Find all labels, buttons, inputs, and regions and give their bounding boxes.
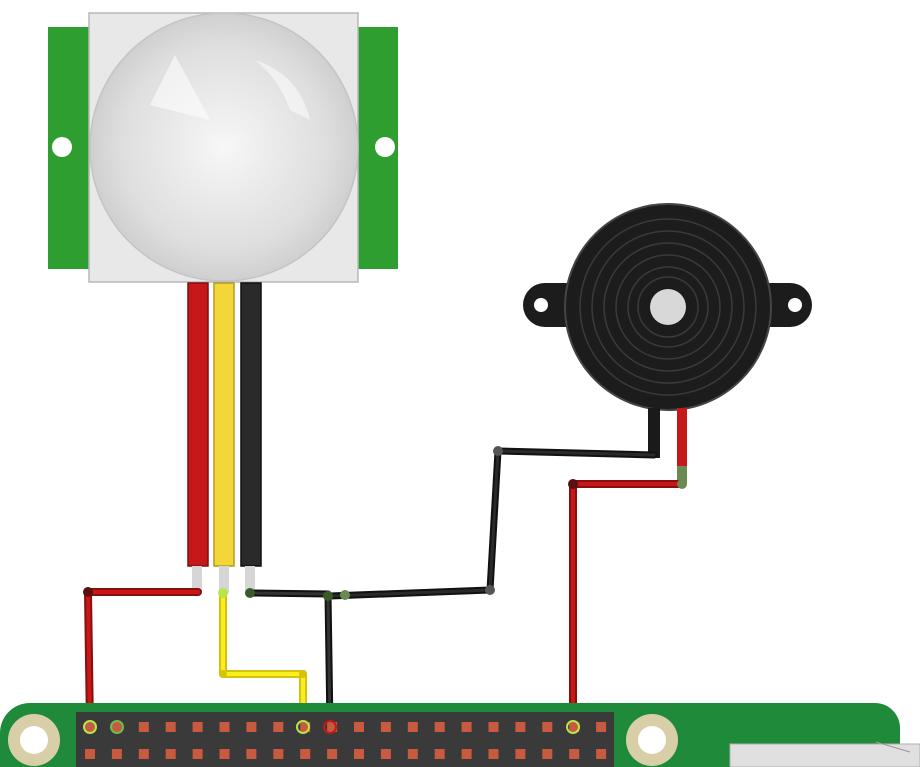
gpio-pin: [327, 722, 338, 732]
gpio-pin: [246, 722, 257, 732]
gpio-pin: [542, 749, 553, 759]
raspberry-pi-board: [0, 703, 920, 767]
gpio-pin: [461, 749, 472, 759]
gpio-pin: [85, 749, 95, 759]
gpio-pin: [488, 722, 499, 732]
pir-pin-yellow: [219, 566, 229, 593]
gpio-pin: [219, 749, 230, 759]
gpio-pin: [165, 722, 176, 732]
gpio-pin: [138, 749, 149, 759]
gpio-pin: [515, 749, 526, 759]
pir-mount-hole-right: [375, 137, 395, 157]
gpio-pin: [407, 749, 418, 759]
gpio-pin: [380, 749, 391, 759]
pir-motion-sensor-icon: [48, 12, 398, 283]
gpio-pins: [85, 722, 607, 759]
gpio-pin: [569, 722, 580, 732]
gpio-pin: [246, 749, 257, 759]
buzzer-center: [650, 289, 686, 325]
gpio-pin: [111, 749, 122, 759]
pir-mount-hole-left: [52, 137, 72, 157]
buzzer-tab-hole-left: [534, 298, 548, 312]
gpio-pin: [380, 722, 391, 732]
pir-lead-black: [240, 282, 262, 567]
wire-joints: [83, 446, 687, 678]
gpio-pin: [111, 722, 122, 732]
pir-lead-red: [187, 282, 209, 567]
gpio-pin: [192, 749, 203, 759]
buzzer-lead-red-tip: [677, 466, 687, 484]
gpio-pin: [434, 749, 445, 759]
gpio-pin: [354, 749, 364, 759]
buzzer-tab-hole-right: [788, 298, 802, 312]
gpio-pin: [515, 722, 526, 732]
gpio-pin: [542, 722, 553, 732]
gpio-pin: [461, 722, 472, 732]
gpio-pin: [85, 722, 95, 732]
gpio-pin: [192, 722, 203, 732]
header-connections: [83, 720, 580, 734]
gpio-pin: [219, 722, 230, 732]
pir-leads: [187, 282, 262, 593]
gpio-pin: [165, 749, 176, 759]
gpio-pin: [569, 749, 580, 759]
gpio-pin: [596, 749, 607, 759]
pir-lead-yellow: [213, 282, 235, 567]
gpio-pin: [488, 749, 499, 759]
wire-buzzer-signal: [569, 480, 686, 732]
pir-pin-red: [192, 566, 202, 593]
pir-fresnel-dome: [89, 12, 359, 282]
gpio-pin: [407, 722, 418, 732]
pir-dome-highlight-2: [255, 60, 310, 120]
pir-dome-highlight: [150, 55, 210, 120]
buzzer-lead-black: [648, 408, 660, 458]
gpio-pin: [273, 722, 284, 732]
gpio-pin: [300, 722, 311, 732]
pir-pin-black: [245, 566, 255, 593]
gpio-pin: [327, 749, 338, 759]
buzzer-grooves: [579, 218, 757, 396]
gpio-pin: [300, 749, 311, 759]
buzzer-lead-red: [677, 408, 687, 470]
gpio-pin: [596, 722, 607, 732]
wires: [84, 447, 686, 732]
gpio-pin: [434, 722, 445, 732]
pi-usb-connector: [729, 743, 920, 767]
gpio-header-icon: [76, 712, 614, 767]
gpio-pin: [138, 722, 149, 732]
gpio-pin: [354, 722, 364, 732]
gpio-pin: [273, 749, 284, 759]
piezo-buzzer-icon: [523, 203, 812, 411]
